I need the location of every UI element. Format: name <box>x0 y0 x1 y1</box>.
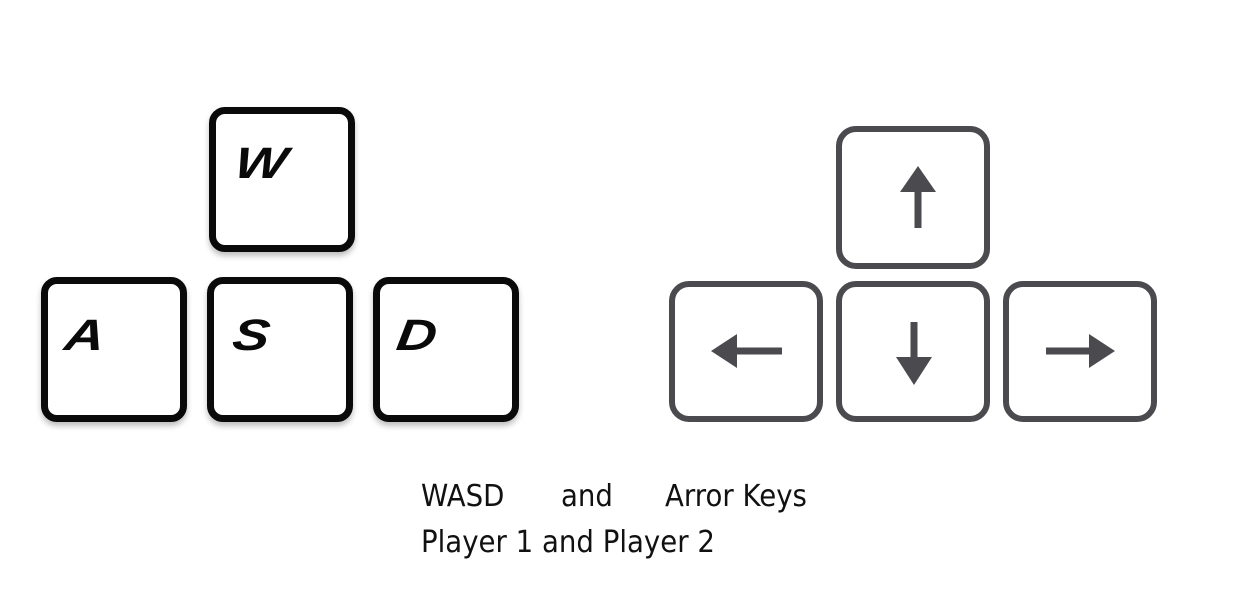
caption-wasd: WASD <box>421 479 505 514</box>
d-key: D <box>373 277 519 422</box>
a-key-label: A <box>61 311 109 360</box>
right-arrow-key <box>1003 281 1157 422</box>
arrow-down-icon <box>896 322 932 385</box>
a-key: A <box>41 277 187 422</box>
arrow-up-icon <box>900 166 936 228</box>
arrow-right-icon <box>1046 334 1115 368</box>
s-key-label: S <box>229 311 274 360</box>
d-key-label: D <box>393 311 441 360</box>
w-key: W <box>209 107 355 252</box>
w-key-label: W <box>231 139 291 188</box>
caption-arrow-keys: Arror Keys <box>665 479 807 514</box>
arrow-left-icon <box>711 334 782 368</box>
caption-and: and <box>561 479 613 514</box>
up-arrow-key <box>836 126 990 269</box>
down-arrow-key <box>836 281 990 422</box>
s-key: S <box>207 277 353 422</box>
left-arrow-key <box>669 281 823 422</box>
caption-players: Player 1 and Player 2 <box>421 525 715 560</box>
